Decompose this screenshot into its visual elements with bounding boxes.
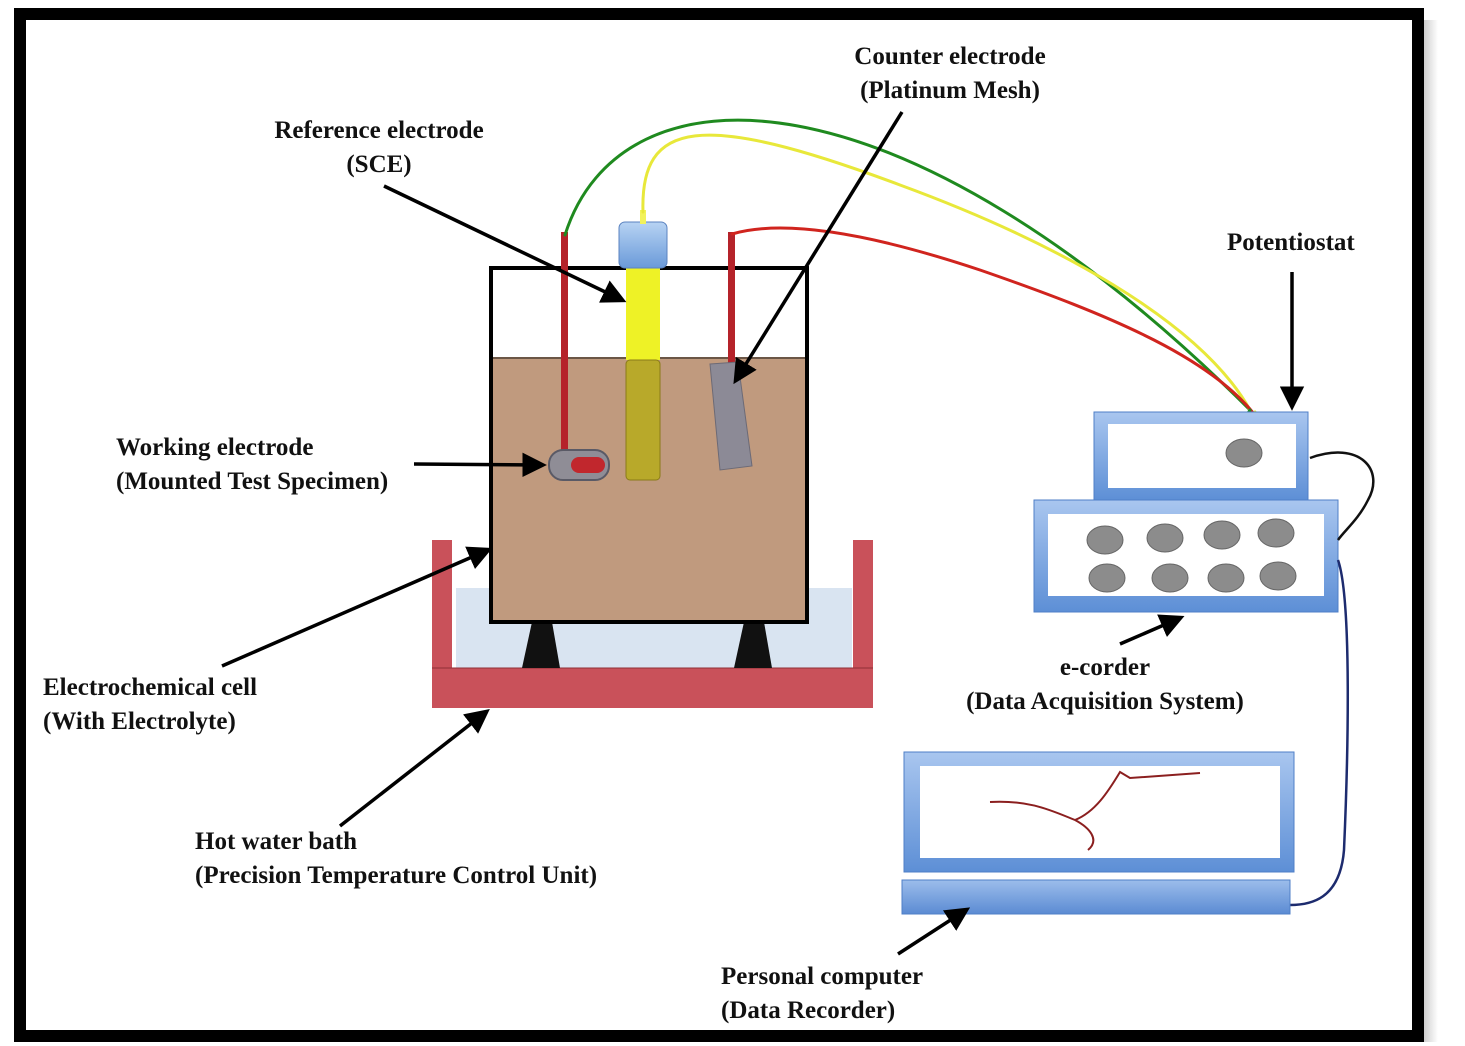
label-e-corder-line2: (Data Acquisition System) xyxy=(966,688,1244,715)
label-electrochemical-cell: Electrochemical cell (With Electrolyte) xyxy=(43,671,257,739)
bath-right-wall xyxy=(853,540,873,668)
sce-cap xyxy=(618,221,668,269)
label-personal-computer-line1: Personal computer xyxy=(721,963,924,990)
platinum-mesh xyxy=(709,361,753,471)
arrow-bath xyxy=(338,708,490,828)
label-potentiostat: Potentiostat xyxy=(1227,226,1355,260)
cable-ecorder-pc xyxy=(1289,559,1350,907)
cell-wires xyxy=(563,118,1266,444)
monitor-curve xyxy=(989,770,1201,851)
label-working-electrode-line2: (Mounted Test Specimen) xyxy=(116,468,389,495)
label-hot-water-bath: Hot water bath (Precision Temperature Co… xyxy=(195,825,597,893)
potentiostat-connector xyxy=(1225,438,1263,468)
bath-base xyxy=(432,668,873,708)
wire-red xyxy=(730,226,1264,427)
label-counter-electrode-line2: (Platinum Mesh) xyxy=(860,77,1040,104)
pc-base xyxy=(901,879,1291,915)
label-hot-water-bath-line1: Hot water bath xyxy=(195,828,358,855)
label-potentiostat-line1: Potentiostat xyxy=(1227,229,1355,256)
cell-support-right xyxy=(734,622,772,668)
label-e-corder: e-corder (Data Acquisition System) xyxy=(940,651,1270,719)
label-e-corder-line1: e-corder xyxy=(1059,654,1151,681)
counter-electrode xyxy=(709,232,753,471)
arrow-pc xyxy=(897,907,971,956)
cell-support-left xyxy=(522,622,560,668)
label-reference-electrode-line2: (SCE) xyxy=(346,151,412,178)
arrow-ecorder xyxy=(1119,614,1185,646)
frame-shadow xyxy=(1424,20,1438,1042)
label-counter-electrode: Counter electrode (Platinum Mesh) xyxy=(820,40,1080,108)
label-counter-electrode-line1: Counter electrode xyxy=(854,43,1046,70)
label-reference-electrode-line1: Reference electrode xyxy=(274,117,484,144)
wire-yellow xyxy=(641,133,1252,412)
reference-electrode xyxy=(618,210,668,481)
label-personal-computer-line2: (Data Recorder) xyxy=(721,997,896,1024)
arrow-working xyxy=(413,452,547,478)
arrow-cell xyxy=(221,546,493,668)
arrow-counter xyxy=(733,111,904,385)
label-reference-electrode: Reference electrode (SCE) xyxy=(248,114,510,182)
arrow-reference xyxy=(383,184,627,303)
e-corder xyxy=(1033,499,1339,613)
label-working-electrode-line1: Working electrode xyxy=(116,434,314,461)
cable-potentiostat-ecorder xyxy=(1309,451,1375,541)
potentiostat xyxy=(1093,411,1309,501)
label-working-electrode: Working electrode (Mounted Test Specimen… xyxy=(116,431,388,499)
personal-computer xyxy=(901,751,1295,915)
working-electrode xyxy=(548,232,610,481)
label-electrochemical-cell-line1: Electrochemical cell xyxy=(43,674,258,701)
e-corder-knobs xyxy=(1086,518,1297,593)
label-personal-computer: Personal computer (Data Recorder) xyxy=(721,960,923,1028)
bath-left-wall xyxy=(432,540,452,668)
label-electrochemical-cell-line2: (With Electrolyte) xyxy=(43,708,236,735)
label-arrows xyxy=(221,111,1305,956)
label-hot-water-bath-line2: (Precision Temperature Control Unit) xyxy=(195,862,598,889)
